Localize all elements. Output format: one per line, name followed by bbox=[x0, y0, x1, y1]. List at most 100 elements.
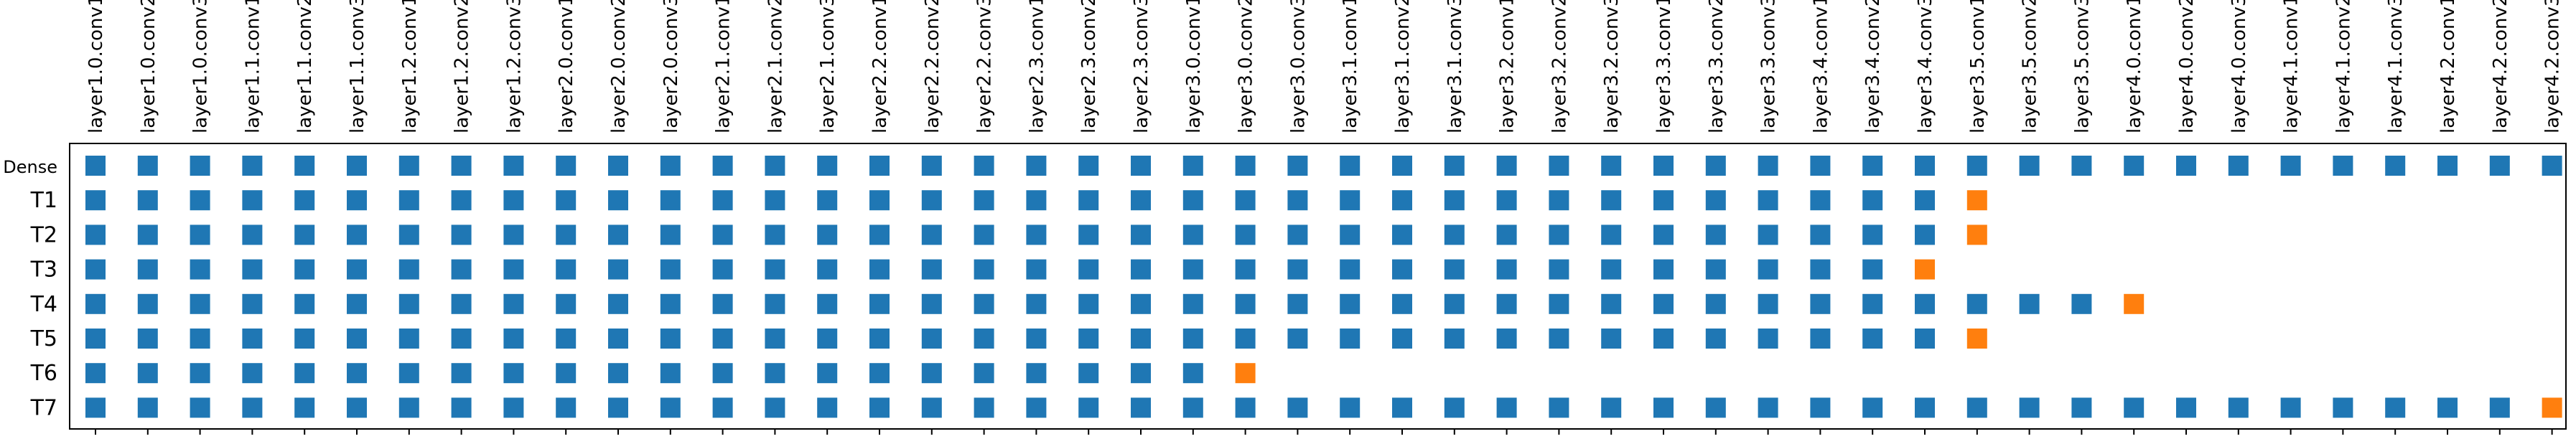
layer-marker bbox=[1340, 190, 1361, 211]
layer-marker bbox=[1182, 329, 1203, 349]
layer-marker bbox=[451, 293, 472, 314]
layer-marker bbox=[1810, 293, 1831, 314]
layer-marker bbox=[2071, 397, 2092, 418]
layer-marker bbox=[1810, 190, 1831, 211]
layer-marker bbox=[1601, 190, 1622, 211]
layer-marker bbox=[556, 190, 577, 211]
x-tick-label: layer2.1.conv3 bbox=[817, 0, 839, 133]
layer-marker bbox=[294, 156, 315, 176]
layer-marker bbox=[608, 259, 628, 280]
x-tick-marks bbox=[95, 429, 2553, 435]
layer-marker bbox=[2489, 397, 2510, 418]
layer-marker bbox=[1549, 293, 1569, 314]
exit-marker bbox=[1235, 363, 1256, 384]
layer-marker bbox=[1392, 293, 1412, 314]
layer-marker bbox=[1653, 293, 1674, 314]
layer-marker bbox=[765, 397, 785, 418]
layer-marker bbox=[137, 259, 158, 280]
layer-marker bbox=[1549, 397, 1569, 418]
layer-marker bbox=[1496, 259, 1517, 280]
layer-marker bbox=[1078, 363, 1099, 384]
layer-marker bbox=[1549, 329, 1569, 349]
layer-marker bbox=[1078, 259, 1099, 280]
layer-marker bbox=[556, 293, 577, 314]
layer-marker bbox=[869, 190, 890, 211]
layer-marker bbox=[1131, 225, 1151, 245]
layer-marker bbox=[1235, 225, 1256, 245]
layer-marker bbox=[1810, 259, 1831, 280]
layer-marker bbox=[85, 225, 106, 245]
layer-marker bbox=[712, 329, 733, 349]
layer-marker bbox=[1758, 293, 1778, 314]
layer-marker bbox=[451, 259, 472, 280]
layer-marker bbox=[974, 397, 994, 418]
layer-marker bbox=[2280, 397, 2301, 418]
layer-marker bbox=[1287, 156, 1308, 176]
y-tick-label: T6 bbox=[30, 361, 57, 386]
layer-marker bbox=[1392, 225, 1412, 245]
layer-marker bbox=[2333, 156, 2353, 176]
x-tick-label: layer3.1.conv2 bbox=[1392, 0, 1414, 133]
layer-marker bbox=[137, 190, 158, 211]
layer-marker bbox=[1915, 156, 1935, 176]
layer-marker bbox=[1131, 156, 1151, 176]
x-tick-label: layer4.2.conv3 bbox=[2542, 0, 2564, 133]
layer-marker bbox=[608, 363, 628, 384]
layer-marker bbox=[2019, 156, 2040, 176]
layer-marker bbox=[556, 363, 577, 384]
layer-marker bbox=[1392, 156, 1412, 176]
layer-marker bbox=[1810, 225, 1831, 245]
layer-marker bbox=[451, 190, 472, 211]
layer-marker bbox=[1026, 259, 1047, 280]
layer-marker bbox=[503, 259, 524, 280]
y-tick-label: T5 bbox=[30, 326, 57, 351]
layer-marker bbox=[660, 329, 681, 349]
layer-marker bbox=[1705, 259, 1726, 280]
layer-marker bbox=[85, 363, 106, 384]
layer-marker bbox=[1653, 397, 1674, 418]
layer-marker bbox=[294, 363, 315, 384]
y-tick-label: T2 bbox=[30, 222, 57, 247]
layer-marker bbox=[1026, 225, 1047, 245]
layer-marker bbox=[1601, 329, 1622, 349]
layer-marker bbox=[190, 156, 210, 176]
layer-marker bbox=[1340, 225, 1361, 245]
layer-marker bbox=[1026, 156, 1047, 176]
layer-marker bbox=[1966, 156, 1987, 176]
layer-marker bbox=[1705, 293, 1726, 314]
layer-marker bbox=[765, 259, 785, 280]
layer-marker bbox=[1653, 225, 1674, 245]
layer-marker bbox=[398, 259, 419, 280]
layer-marker bbox=[1705, 397, 1726, 418]
layer-marker bbox=[1549, 225, 1569, 245]
layer-marker bbox=[921, 293, 942, 314]
exit-marker bbox=[2124, 293, 2145, 314]
layer-marker bbox=[2437, 156, 2458, 176]
x-tick-label: layer4.1.conv3 bbox=[2385, 0, 2407, 133]
layer-marker bbox=[1966, 397, 1987, 418]
x-tick-label: layer3.2.conv3 bbox=[1601, 0, 1623, 133]
layer-marker bbox=[974, 293, 994, 314]
x-tick-label: layer4.2.conv1 bbox=[2437, 0, 2459, 133]
layer-marker bbox=[817, 259, 838, 280]
x-tick-label: layer3.1.conv1 bbox=[1340, 0, 1361, 133]
layer-marker bbox=[1496, 156, 1517, 176]
layer-marker bbox=[817, 329, 838, 349]
layer-marker bbox=[451, 156, 472, 176]
layer-marker bbox=[1601, 259, 1622, 280]
x-tick-label: layer3.5.conv2 bbox=[2020, 0, 2041, 133]
layer-marker bbox=[1287, 293, 1308, 314]
x-tick-label: layer4.1.conv2 bbox=[2333, 0, 2354, 133]
layer-marker bbox=[974, 225, 994, 245]
layer-marker bbox=[2019, 293, 2040, 314]
layer-marker bbox=[294, 397, 315, 418]
x-tick-label: layer3.0.conv3 bbox=[1287, 0, 1309, 133]
layer-marker bbox=[1601, 225, 1622, 245]
y-tick-label: Dense bbox=[3, 157, 57, 177]
layer-marker bbox=[2176, 397, 2196, 418]
x-tick-label: layer2.0.conv1 bbox=[556, 0, 577, 133]
layer-marker bbox=[765, 225, 785, 245]
layer-marker bbox=[1287, 329, 1308, 349]
layer-marker bbox=[974, 259, 994, 280]
layer-marker bbox=[2124, 156, 2145, 176]
